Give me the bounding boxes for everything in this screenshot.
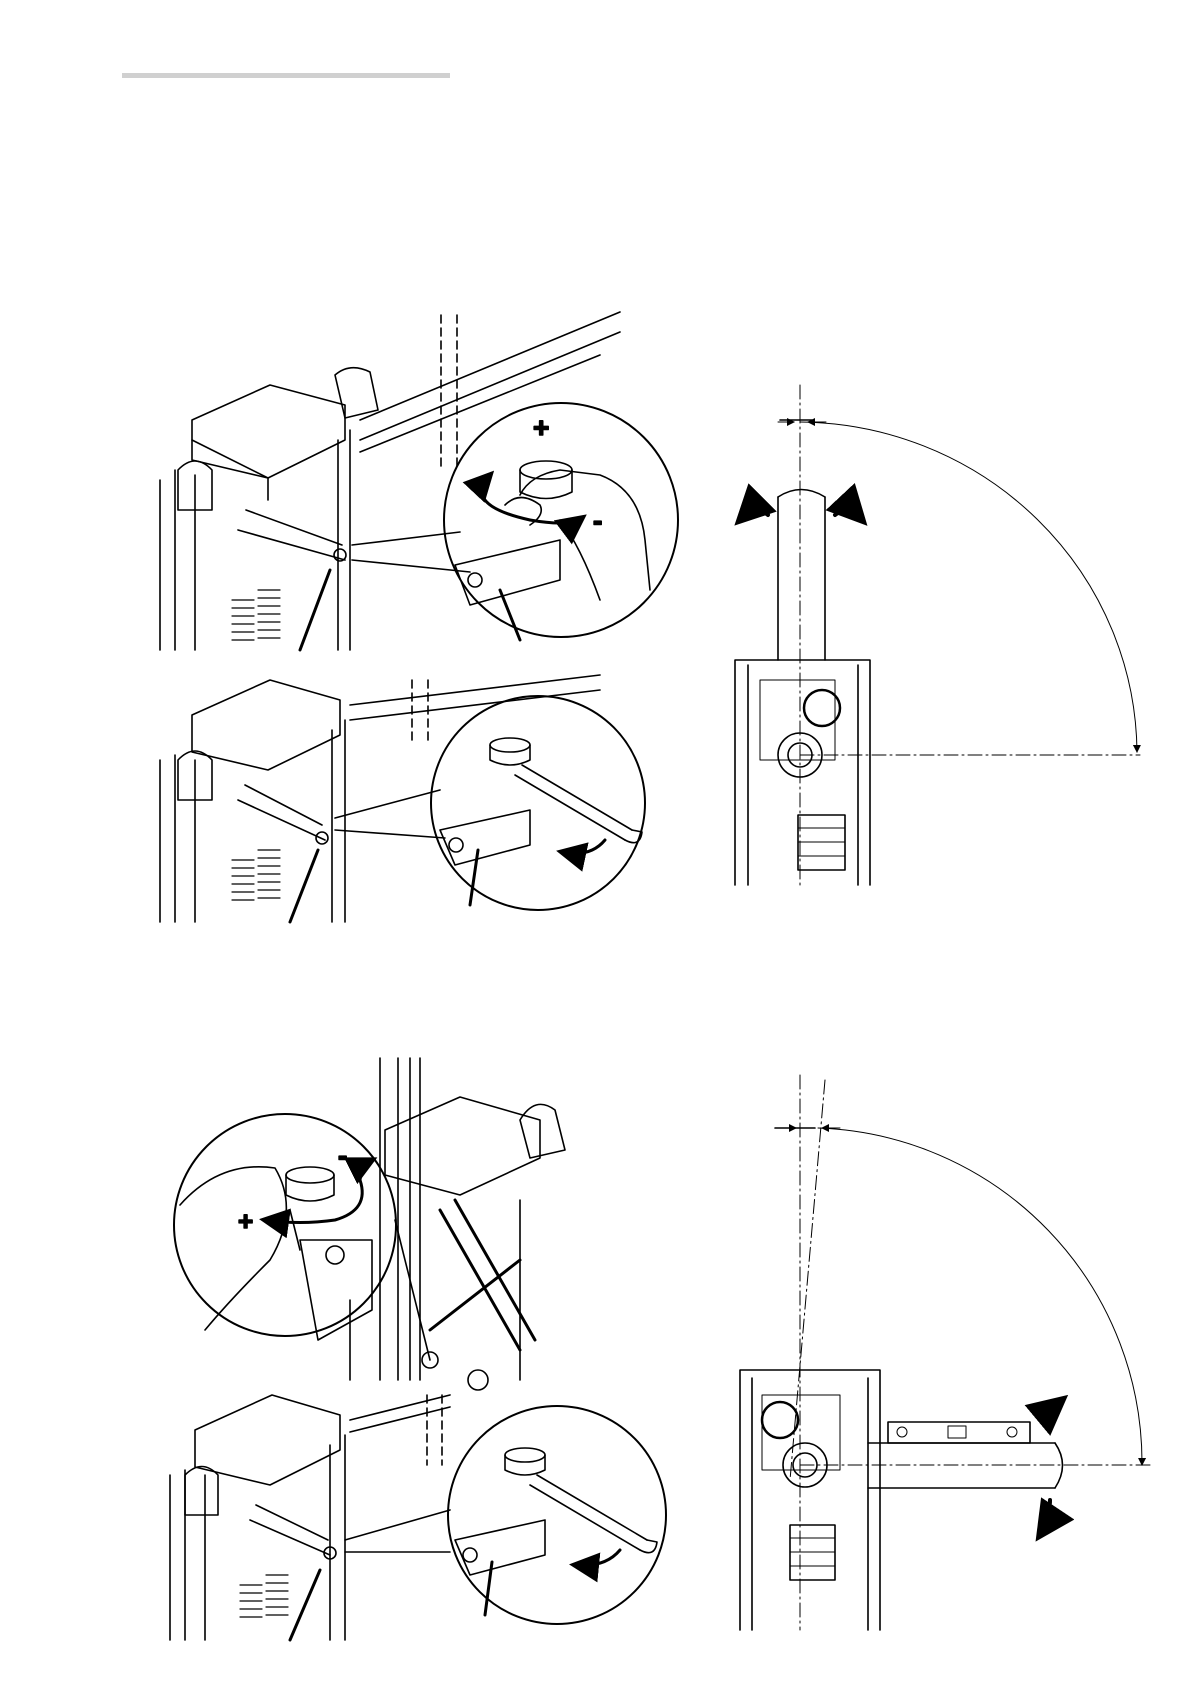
figure-bottom-barrier-hand-adjust: + - [174, 1058, 565, 1390]
figure-bottom-barrier-wrench-lock [170, 1395, 666, 1640]
figure-bottom-arm-horizontal-level [740, 1075, 1150, 1630]
plus-symbol-bottom: + [238, 1206, 253, 1236]
minus-symbol-bottom: - [338, 1140, 347, 1171]
plus-symbol: + [533, 412, 549, 443]
figure-top-arm-vertical-level [735, 385, 1140, 885]
minus-symbol: - [593, 505, 602, 536]
figure-top-barrier-wrench-lock [160, 675, 645, 922]
figure-top-barrier-hand-adjust: + - [160, 312, 678, 650]
